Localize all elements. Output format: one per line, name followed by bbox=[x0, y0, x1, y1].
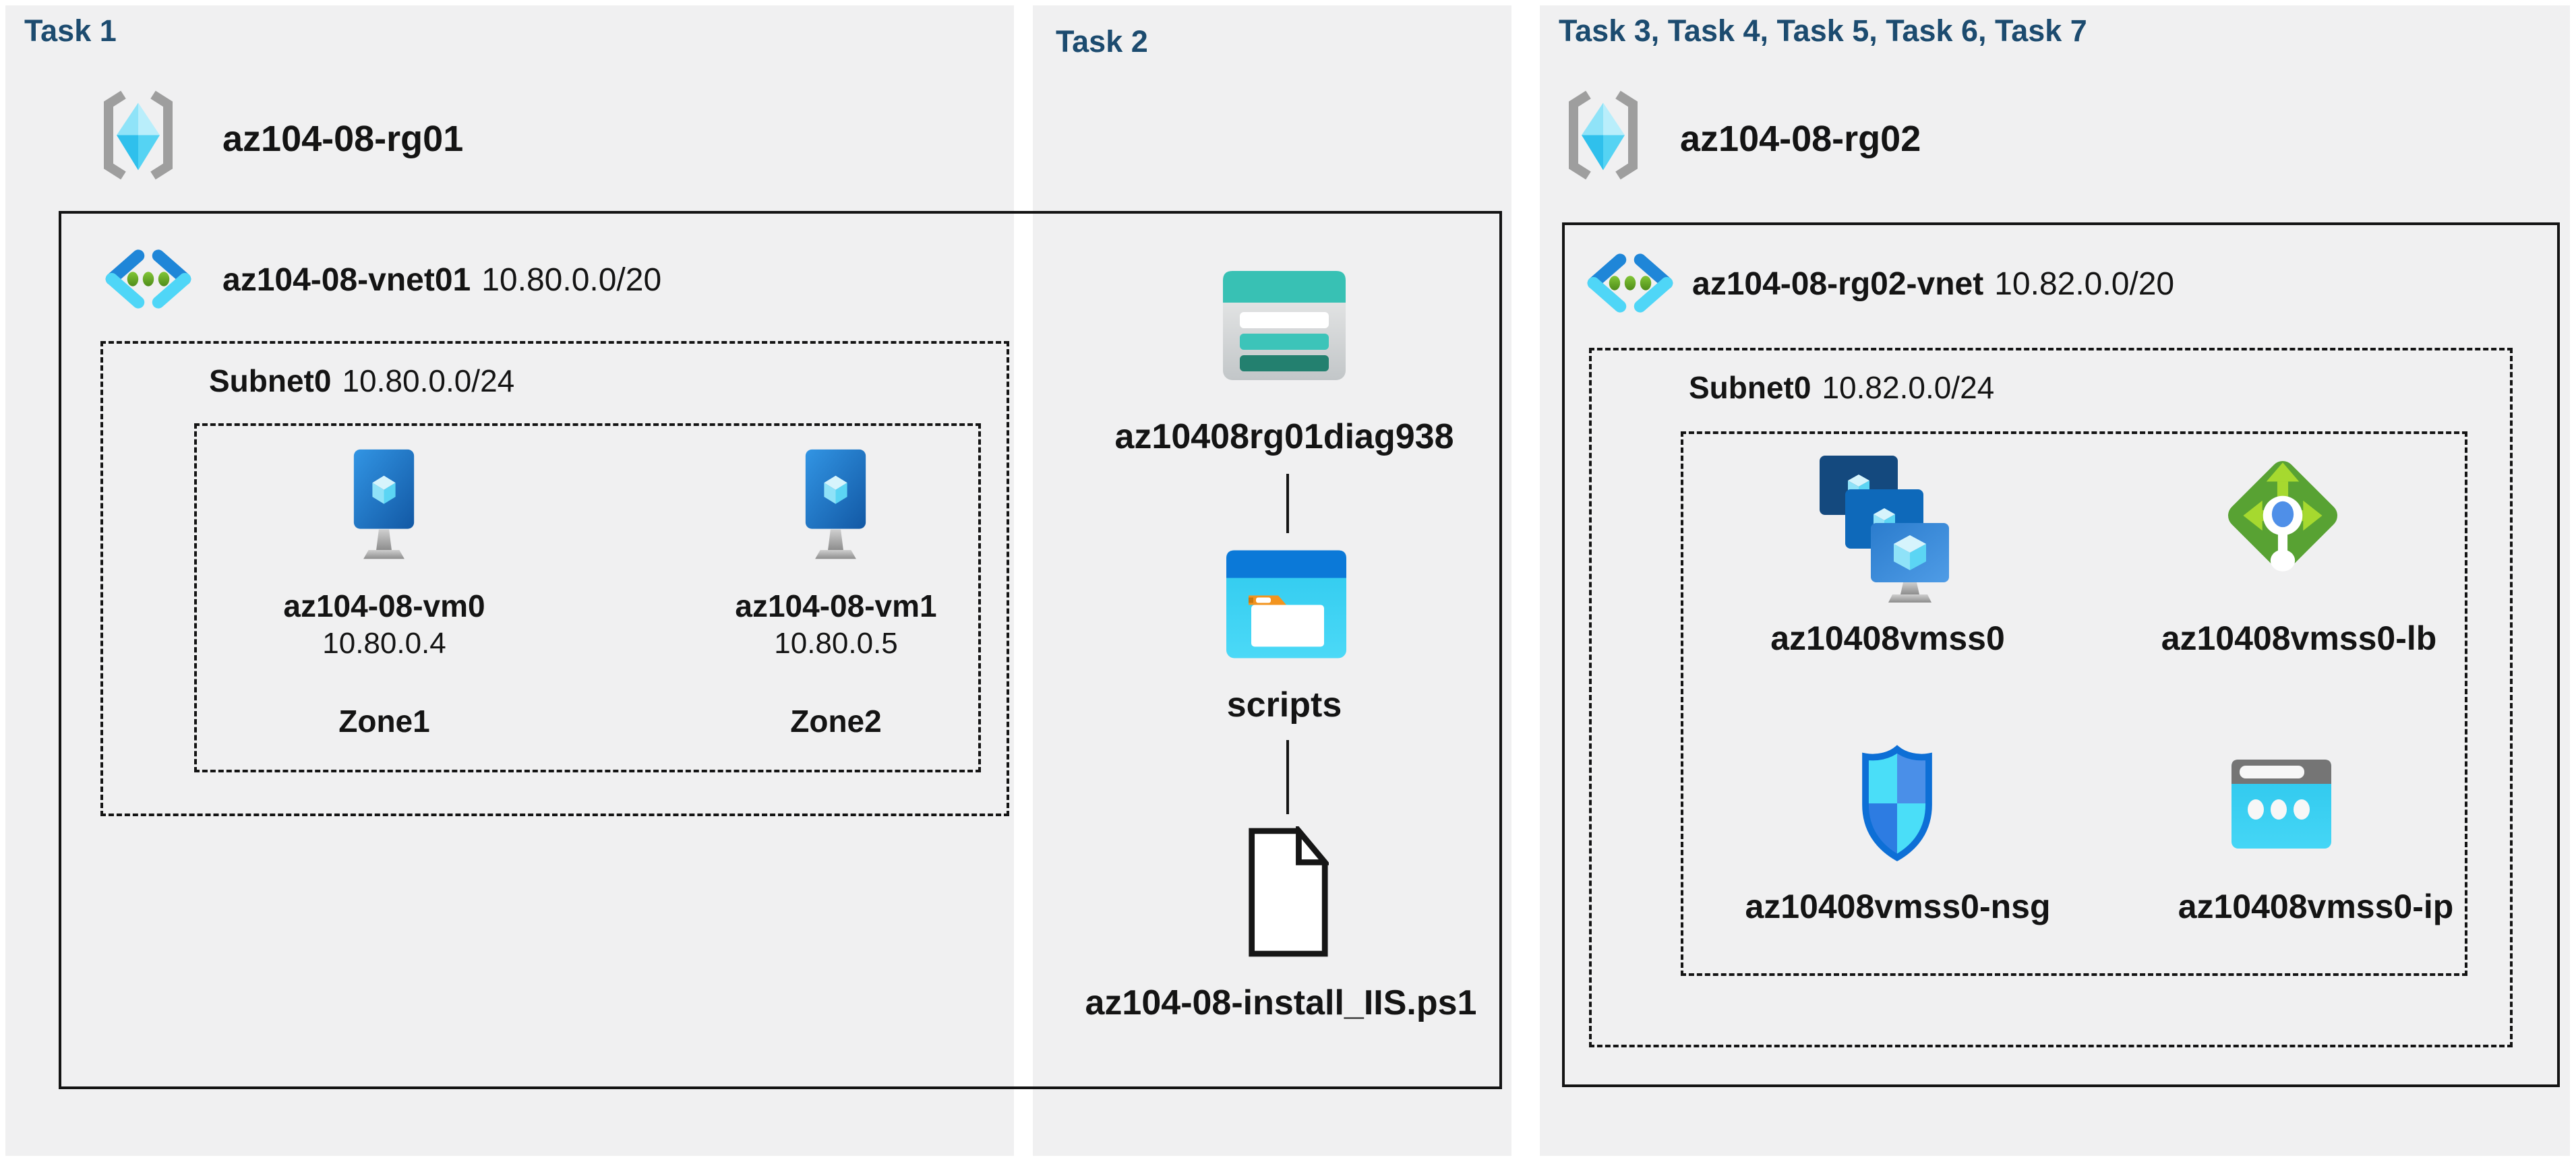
virtual-machine-icon bbox=[805, 449, 866, 559]
subnet1-label: Subnet0 10.80.0.0/24 bbox=[209, 363, 514, 399]
vnet-icon bbox=[105, 249, 191, 309]
public-ip-name: az10408vmss0-ip bbox=[2178, 888, 2454, 925]
task1-panel bbox=[5, 5, 1014, 1156]
subnet-name: Subnet0 bbox=[1689, 370, 1811, 405]
connector-line bbox=[1286, 740, 1289, 814]
vnet1-label: az104-08-vnet01 10.80.0.0/20 bbox=[222, 262, 661, 299]
file-icon bbox=[1249, 826, 1329, 957]
container-name: scripts bbox=[1226, 685, 1342, 725]
vnet-name: az104-08-vnet01 bbox=[222, 262, 471, 298]
vnet2-label: az104-08-rg02-vnet 10.82.0.0/20 bbox=[1692, 266, 2174, 303]
load-balancer-name: az10408vmss0-lb bbox=[2161, 619, 2437, 657]
subnet-cidr: 10.82.0.0/24 bbox=[1822, 370, 1995, 405]
vnet-cidr: 10.80.0.0/20 bbox=[481, 262, 662, 298]
nsg-name: az10408vmss0-nsg bbox=[1745, 888, 2051, 925]
resource-group-icon bbox=[1569, 90, 1638, 180]
vm-zone: Zone2 bbox=[790, 704, 882, 739]
script-file-name: az104-08-install_IIS.ps1 bbox=[1085, 983, 1477, 1022]
vmss-icon bbox=[1820, 456, 1949, 603]
resource-group-name: az104-08-rg01 bbox=[222, 119, 464, 159]
vnet-name: az104-08-rg02-vnet bbox=[1692, 266, 1984, 302]
subnet2-label: Subnet0 10.82.0.0/24 bbox=[1689, 369, 1994, 406]
task1-title: Task 1 bbox=[24, 13, 117, 48]
vnet-icon bbox=[1587, 253, 1673, 313]
vm-name: az104-08-vm1 bbox=[735, 588, 937, 623]
vm-zone: Zone1 bbox=[338, 704, 430, 739]
resource-group-name: az104-08-rg02 bbox=[1680, 119, 1921, 159]
task3-title: Task 3, Task 4, Task 5, Task 6, Task 7 bbox=[1559, 13, 2087, 48]
vmss-name: az10408vmss0 bbox=[1770, 619, 2005, 657]
subnet-cidr: 10.80.0.0/24 bbox=[342, 363, 515, 398]
public-ip-icon bbox=[2231, 760, 2331, 849]
vms-group-box bbox=[194, 423, 981, 772]
vm-name: az104-08-vm0 bbox=[283, 588, 485, 623]
storage-account-icon bbox=[1223, 271, 1346, 380]
virtual-machine-icon bbox=[353, 449, 415, 559]
task2-title: Task 2 bbox=[1056, 24, 1148, 59]
vnet-cidr: 10.82.0.0/20 bbox=[1994, 266, 2175, 302]
vnet2-box bbox=[1562, 222, 2560, 1087]
vmss-group-box bbox=[1681, 431, 2467, 976]
vm-ip: 10.80.0.4 bbox=[322, 627, 446, 660]
vnet1-box bbox=[59, 211, 1502, 1089]
subnet-name: Subnet0 bbox=[209, 363, 332, 398]
connector-line bbox=[1286, 474, 1289, 533]
subnet1-box bbox=[100, 341, 1009, 816]
resource-group-icon bbox=[104, 90, 173, 180]
nsg-icon bbox=[1862, 745, 1932, 861]
storage-account-name: az10408rg01diag938 bbox=[1114, 417, 1454, 456]
load-balancer-icon bbox=[2228, 461, 2337, 572]
vm-ip: 10.80.0.5 bbox=[774, 627, 898, 660]
task3-panel bbox=[1540, 5, 2570, 1156]
subnet2-box bbox=[1589, 348, 2513, 1047]
blob-container-icon bbox=[1226, 550, 1346, 658]
